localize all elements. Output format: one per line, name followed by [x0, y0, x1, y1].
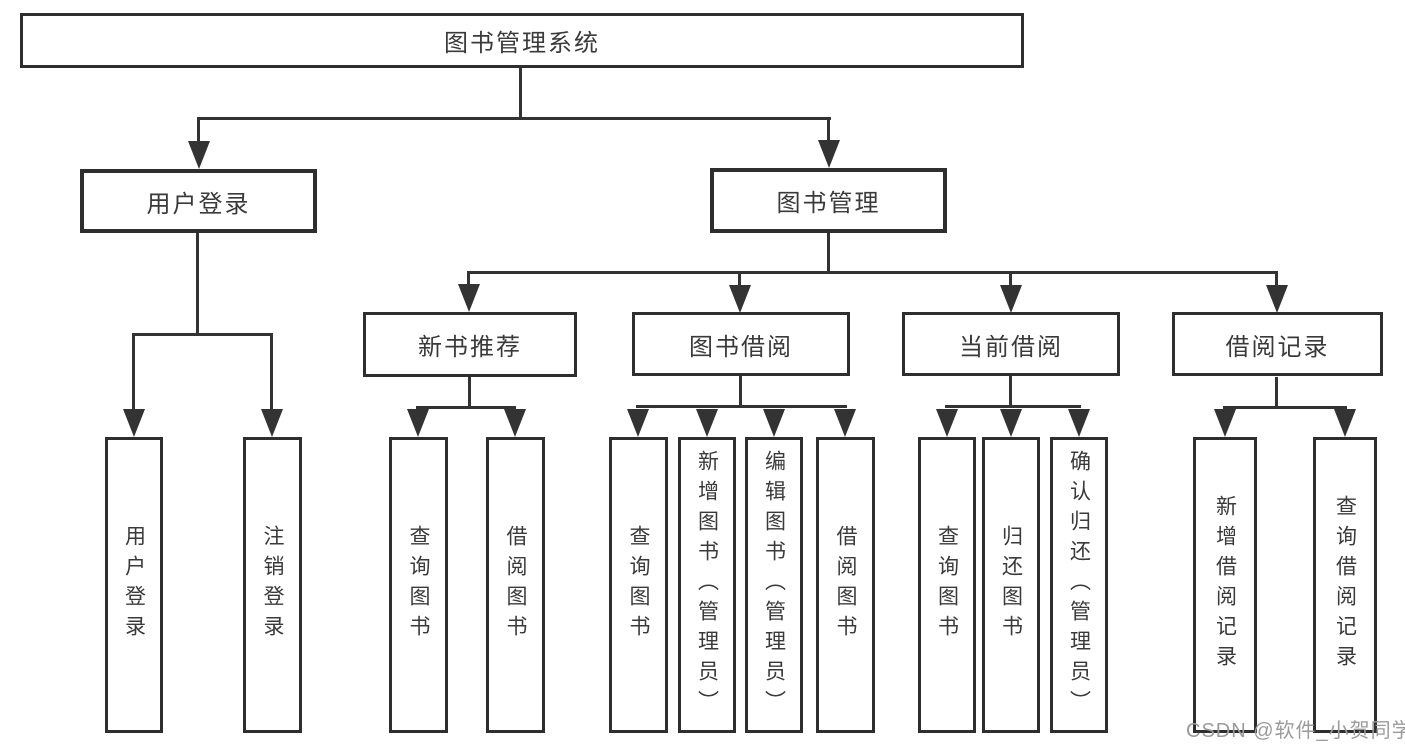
connector	[1275, 377, 1278, 408]
connector	[827, 117, 830, 144]
arrowhead-down-icon	[627, 409, 649, 437]
connector	[196, 233, 199, 336]
leaf-records-add-record: 新增借阅记录	[1193, 437, 1257, 733]
leaf-current-return-books: 归还图书	[982, 437, 1040, 733]
connector	[468, 377, 471, 408]
connector	[519, 68, 522, 117]
connector	[827, 233, 830, 274]
connector	[738, 271, 741, 286]
connector	[270, 333, 273, 411]
arrowhead-down-icon	[261, 409, 283, 437]
connector	[467, 271, 470, 286]
leaf-label: 借阅图书	[504, 525, 527, 645]
leaf-label: 查询图书	[627, 525, 650, 645]
branch-book-management: 图书管理	[710, 168, 947, 233]
arrowhead-down-icon	[696, 409, 718, 437]
arrowhead-down-icon	[729, 285, 751, 313]
branch-book-borrow: 图书借阅	[632, 312, 850, 376]
arrowhead-down-icon	[1000, 409, 1022, 437]
branch-borrow-records: 借阅记录	[1172, 312, 1383, 376]
leaf-borrow-query-books: 查询图书	[609, 437, 668, 733]
arrowhead-down-icon	[1214, 409, 1236, 437]
leaf-newbook-query-books: 查询图书	[389, 437, 448, 733]
leaf-label: 确认归还（管理员）	[1067, 450, 1091, 720]
arrowhead-down-icon	[1000, 285, 1022, 313]
connector	[197, 117, 831, 120]
leaf-label: 用户登录	[122, 525, 146, 645]
leaf-label: 编辑图书（管理员）	[762, 450, 786, 720]
leaf-current-query-books: 查询图书	[918, 437, 976, 733]
connector	[132, 333, 273, 336]
leaf-newbook-borrow-books: 借阅图书	[486, 437, 545, 733]
leaf-current-confirm-return-admin: 确认归还（管理员）	[1050, 437, 1108, 733]
leaf-borrow-edit-books-admin: 编辑图书（管理员）	[745, 437, 803, 733]
leaf-label: 查询借阅记录	[1333, 495, 1357, 675]
leaf-logout: 注销登录	[243, 437, 302, 733]
arrowhead-down-icon	[936, 409, 958, 437]
branch-user-login: 用户登录	[80, 169, 317, 233]
connector	[1275, 271, 1278, 286]
connector	[1009, 376, 1012, 407]
connector	[739, 376, 742, 407]
arrowhead-down-icon	[458, 284, 480, 312]
arrowhead-down-icon	[188, 141, 210, 169]
connector	[1009, 271, 1012, 286]
leaf-label: 借阅图书	[834, 525, 857, 645]
branch-current-borrow: 当前借阅	[902, 312, 1120, 376]
arrowhead-down-icon	[1334, 409, 1356, 437]
arrowhead-down-icon	[407, 409, 429, 437]
arrowhead-down-icon	[504, 409, 526, 437]
connector	[197, 117, 200, 144]
leaf-label: 归还图书	[999, 525, 1023, 645]
leaf-label: 查询图书	[935, 525, 959, 645]
arrowhead-down-icon	[1266, 285, 1288, 313]
csdn-watermark: CSDN @软件_小贺同学	[1186, 720, 1405, 742]
leaf-label: 新增借阅记录	[1213, 495, 1237, 675]
arrowhead-down-icon	[834, 409, 856, 437]
connector	[1223, 406, 1347, 409]
leaf-borrow-add-books-admin: 新增图书（管理员）	[678, 437, 736, 733]
connector	[636, 405, 847, 408]
leaf-borrow-borrow-books: 借阅图书	[816, 437, 875, 733]
leaf-label: 查询图书	[407, 525, 430, 645]
branch-new-book-recommend: 新书推荐	[363, 312, 577, 377]
connector	[467, 271, 1278, 274]
arrowhead-down-icon	[763, 409, 785, 437]
leaf-records-query-record: 查询借阅记录	[1313, 437, 1377, 733]
connector	[132, 333, 135, 411]
connector	[416, 406, 516, 409]
leaf-user-login: 用户登录	[105, 437, 163, 733]
leaf-label: 注销登录	[261, 525, 284, 645]
connector	[945, 405, 1081, 408]
arrowhead-down-icon	[123, 409, 145, 437]
root-node-library-system: 图书管理系统	[20, 13, 1024, 68]
arrowhead-down-icon	[1068, 409, 1090, 437]
arrowhead-down-icon	[818, 140, 840, 168]
leaf-label: 新增图书（管理员）	[695, 450, 719, 720]
